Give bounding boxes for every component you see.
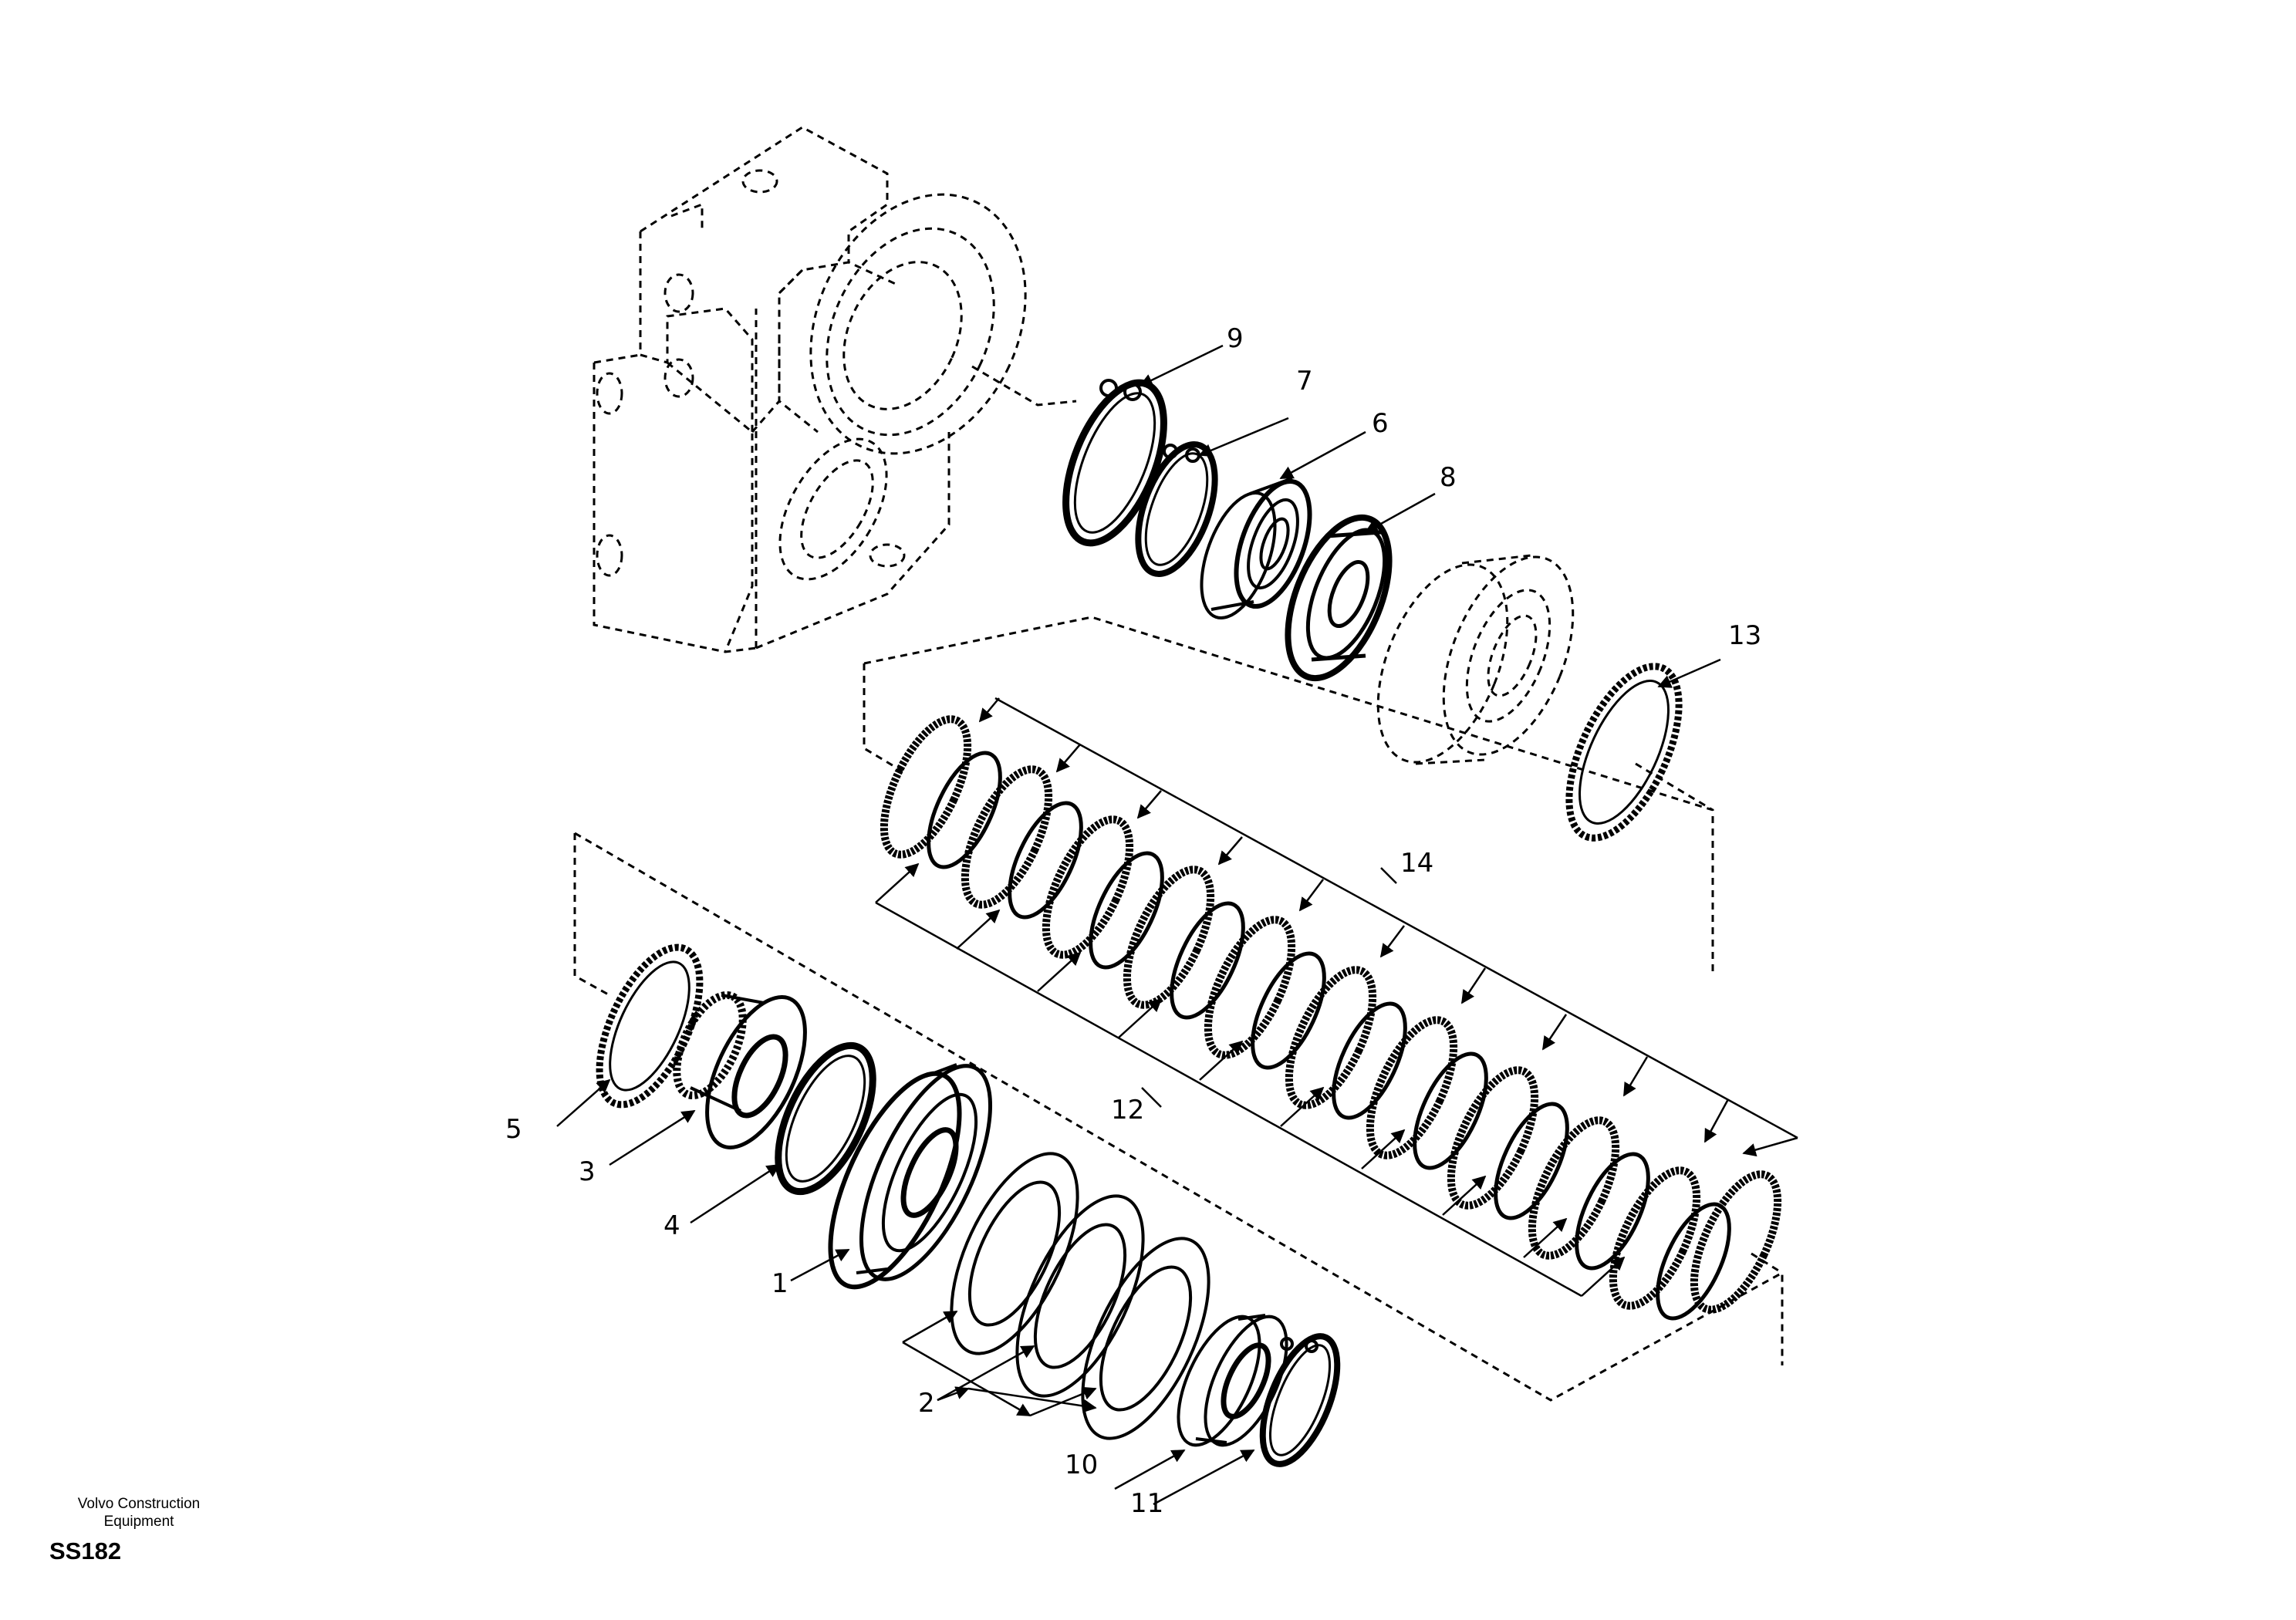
drawing-code: SS182 <box>49 1537 122 1564</box>
disc-stack <box>880 715 1782 1321</box>
part-3-splined-hub <box>673 991 807 1149</box>
callout-4: 4 <box>663 1210 680 1241</box>
clutch-disc-pack <box>880 715 1782 1321</box>
brand-name-line1: Volvo Construction <box>77 1496 201 1512</box>
callout-14: 14 <box>1400 848 1433 879</box>
transmission-housing <box>593 126 1077 653</box>
part-6-ball-bearing <box>1200 477 1312 620</box>
callout-2: 2 <box>918 1388 935 1419</box>
clutch-drum-reference <box>1376 554 1575 765</box>
part-11-snap-ring <box>1259 1333 1341 1467</box>
part-13-friction-disc <box>1565 663 1683 842</box>
callout-8: 8 <box>1440 462 1457 493</box>
callout-13: 13 <box>1728 620 1761 651</box>
callout-12: 12 <box>1111 1095 1144 1126</box>
clutch-pack-bracket <box>863 616 1714 972</box>
callout-1: 1 <box>772 1268 788 1299</box>
callout-5: 5 <box>505 1114 522 1145</box>
callout-10: 10 <box>1065 1450 1098 1480</box>
part-1-piston <box>828 1063 993 1290</box>
lower-assembly-bracket <box>573 832 1784 1402</box>
callout-3: 3 <box>579 1156 596 1187</box>
callout-9: 9 <box>1227 323 1244 354</box>
part-4-o-ring <box>775 1041 876 1196</box>
callout-labels: 9 7 6 8 13 14 12 5 3 4 1 2 10 11 <box>505 323 1761 1519</box>
part-2-separator-plates <box>950 1152 1210 1440</box>
callout-leaders <box>556 344 1721 1506</box>
part-10-spring-retainer <box>1177 1314 1288 1447</box>
callout-7: 7 <box>1296 366 1313 397</box>
callout-6: 6 <box>1372 408 1389 439</box>
callout-11: 11 <box>1130 1488 1163 1519</box>
brand-name-line2: Equipment <box>103 1514 174 1530</box>
leader-rails <box>875 697 1798 1298</box>
